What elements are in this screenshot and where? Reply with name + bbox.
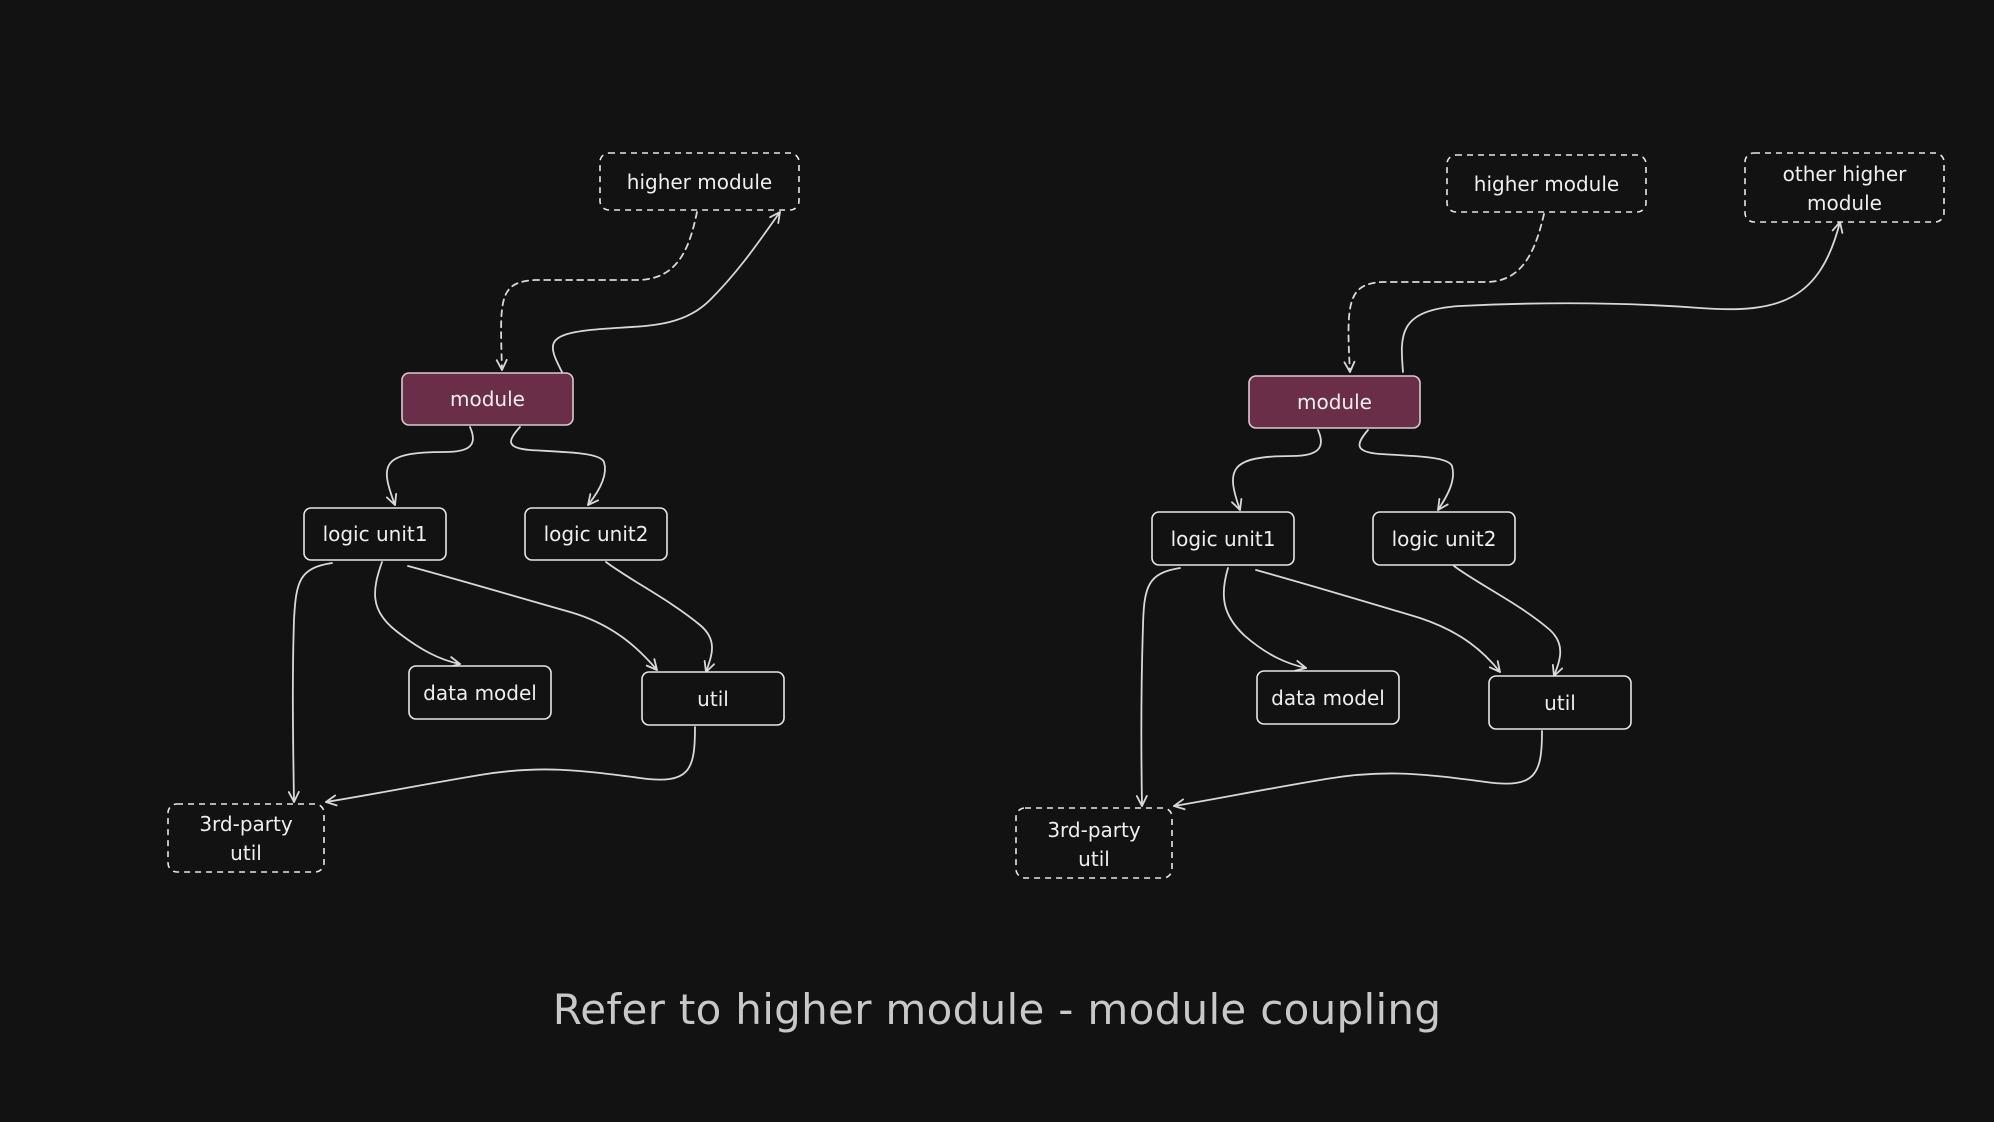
node-label: module	[450, 387, 525, 411]
node-label-line-2: util	[230, 841, 262, 865]
node-3rd-party-util: 3rd-party util	[167, 803, 325, 873]
edge-logic-unit2-to-util	[605, 561, 715, 673]
node-label: logic unit2	[1392, 527, 1497, 551]
node-label: data model	[1271, 686, 1385, 710]
node-label: data model	[423, 681, 537, 705]
diagram-left: higher module module logic unit1 logic u…	[167, 152, 800, 873]
edge-util-to-3rd-party	[325, 726, 696, 807]
node-label: logic unit1	[1171, 527, 1276, 551]
node-label: util	[1544, 691, 1576, 715]
diagram-caption: Refer to higher module - module coupling	[552, 985, 1442, 1034]
edge-logic-unit1-to-data-model	[1222, 567, 1307, 672]
edge-module-to-logic-unit2	[510, 426, 606, 506]
node-label-line-2: util	[1078, 847, 1110, 871]
node-higher-module: higher module	[1446, 154, 1647, 213]
node-label-line-2: module	[1807, 191, 1882, 215]
edge-module-to-logic-unit2	[1358, 429, 1454, 511]
node-label-line-1: 3rd-party	[199, 812, 293, 836]
edge-higher-to-module	[495, 211, 698, 371]
node-data-model: data model	[1256, 670, 1400, 725]
edge-logic-unit1-to-util	[407, 565, 658, 671]
edge-module-to-logic-unit1	[1231, 429, 1322, 511]
node-logic-unit1: logic unit1	[303, 507, 447, 561]
node-label: module	[1297, 390, 1372, 414]
edge-logic-unit1-to-3rd-party	[287, 562, 333, 803]
node-label: higher module	[627, 170, 772, 194]
node-util: util	[641, 671, 785, 726]
edge-higher-to-module	[1343, 213, 1545, 373]
node-label: util	[697, 687, 729, 711]
edge-util-to-3rd-party	[1173, 730, 1543, 811]
node-label: higher module	[1474, 172, 1619, 196]
edge-module-to-other-higher	[1400, 221, 1844, 373]
node-module: module	[401, 372, 574, 426]
diagram-right: higher module other higher module module…	[1015, 152, 1945, 879]
node-logic-unit2: logic unit2	[1372, 511, 1516, 566]
edge-module-to-logic-unit1	[385, 426, 474, 506]
node-util: util	[1488, 675, 1632, 730]
edge-logic-unit1-to-3rd-party	[1135, 567, 1181, 807]
node-label-line-1: 3rd-party	[1047, 818, 1141, 842]
node-other-higher-module: other higher module	[1744, 152, 1945, 223]
edge-logic-unit1-to-data-model	[374, 561, 461, 668]
node-data-model: data model	[408, 665, 552, 720]
node-module: module	[1248, 375, 1421, 429]
edge-logic-unit2-to-util	[1453, 565, 1564, 677]
edge-logic-unit1-to-util	[1255, 569, 1501, 673]
node-logic-unit1: logic unit1	[1151, 511, 1295, 566]
node-label: logic unit1	[323, 522, 428, 546]
node-label-line-1: other higher	[1783, 162, 1908, 186]
node-3rd-party-util: 3rd-party util	[1015, 807, 1173, 879]
node-label: logic unit2	[544, 522, 649, 546]
node-logic-unit2: logic unit2	[524, 507, 668, 561]
edge-module-to-higher	[551, 211, 781, 373]
node-higher-module: higher module	[599, 152, 800, 211]
